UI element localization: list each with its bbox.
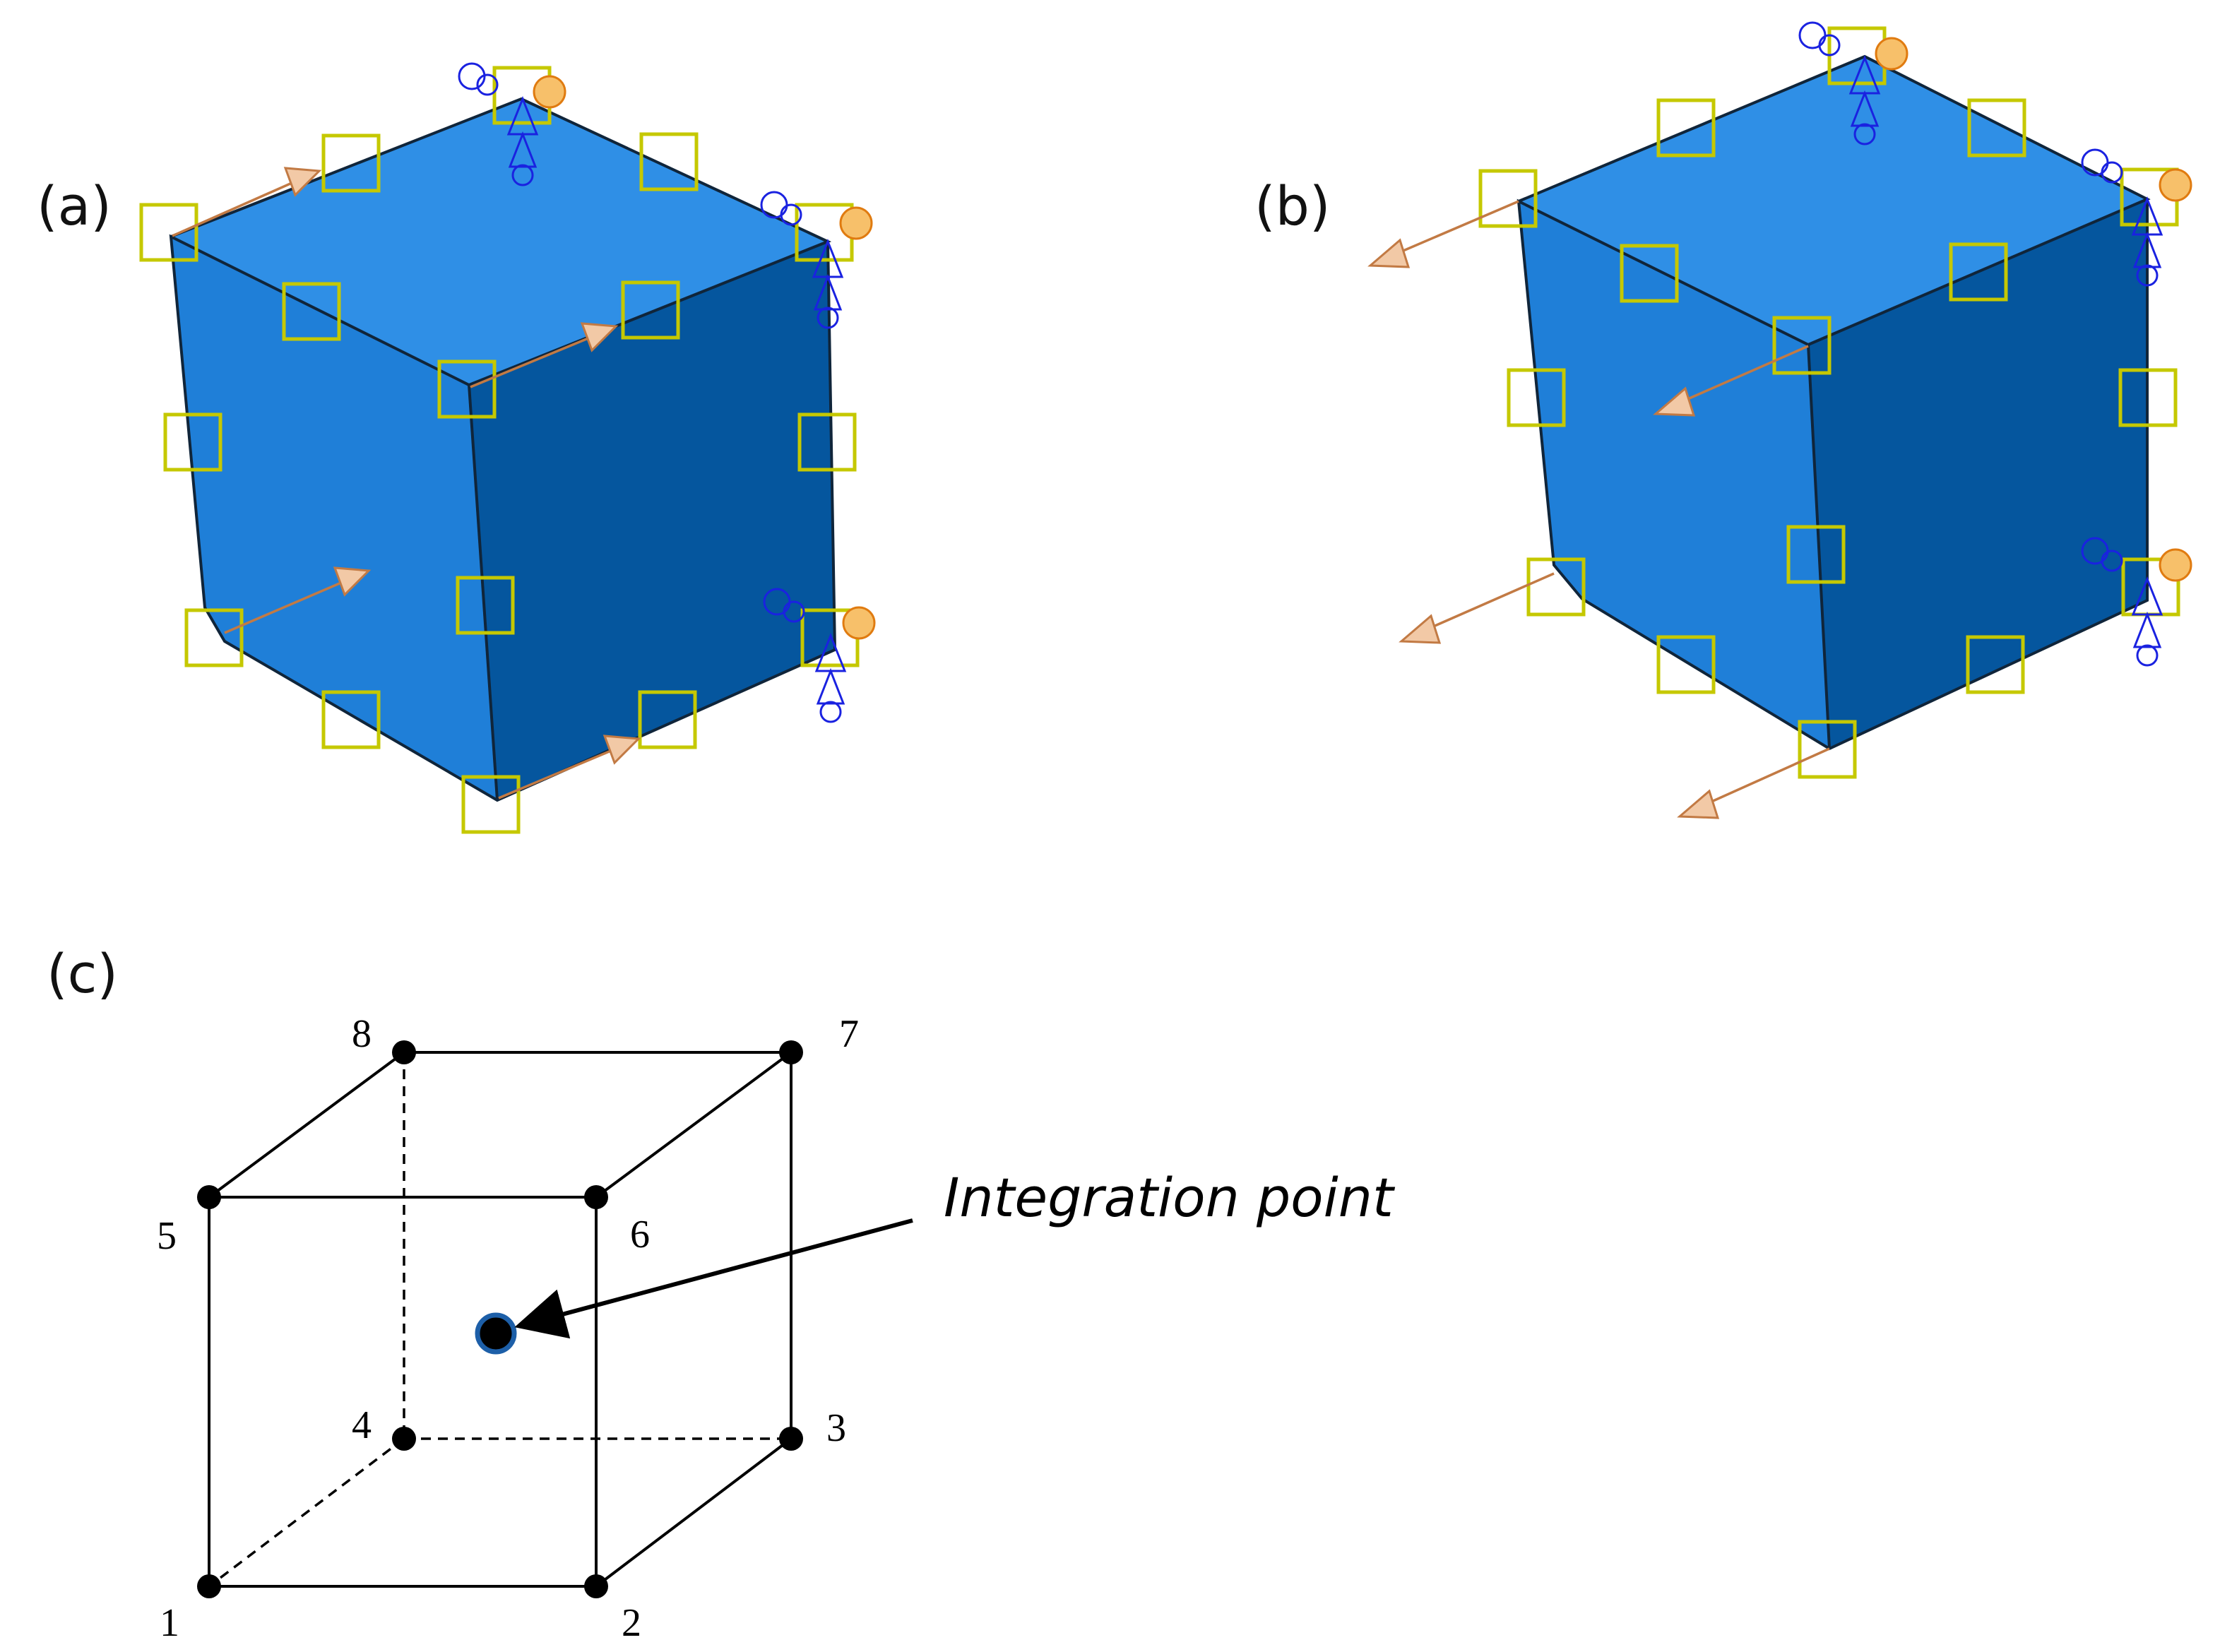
node-marker <box>456 576 515 635</box>
node-marker <box>638 690 697 749</box>
cube-a-top-face <box>171 99 828 385</box>
node-marker <box>321 690 381 749</box>
node-marker <box>163 412 222 472</box>
panel-b: (b) <box>1254 21 2192 819</box>
node-1-label: 1 <box>160 1601 179 1645</box>
load-arrow-head <box>283 167 322 197</box>
load-arrow <box>498 747 617 800</box>
cube-a-node-markers <box>139 66 860 834</box>
node-3-label: 3 <box>826 1406 846 1450</box>
element-node-labels: 1 2 3 4 5 6 7 8 <box>157 1012 859 1645</box>
bc-symbol <box>760 191 873 329</box>
element-edge <box>595 1051 793 1199</box>
panel-c-label: (c) <box>47 942 118 1005</box>
hex-element <box>208 1051 793 1588</box>
node-marker <box>639 132 699 191</box>
load-arrow-head <box>1399 614 1442 644</box>
node-1-dot <box>197 1574 221 1598</box>
node-marker <box>1620 244 1679 303</box>
node-2-dot <box>584 1574 608 1598</box>
bc-symbol <box>763 588 876 723</box>
load-arrow <box>1703 747 1830 807</box>
node-3-dot <box>779 1427 803 1451</box>
load-arrow-head <box>333 566 372 597</box>
element-nodes <box>197 1040 803 1598</box>
integration-point: Integration point <box>475 1166 1396 1355</box>
panel-a: (a) <box>37 62 876 834</box>
cube-a-boundary-conditions <box>458 62 876 723</box>
load-arrow-head <box>580 322 619 352</box>
node-marker <box>461 775 521 834</box>
node-marker <box>139 203 198 262</box>
node-7-label: 7 <box>839 1012 859 1056</box>
node-marker <box>184 608 244 667</box>
cube-a-edges <box>169 97 837 802</box>
load-arrow <box>1394 200 1519 256</box>
node-marker <box>1478 169 1538 228</box>
node-8-dot <box>392 1040 416 1064</box>
node-marker <box>1772 316 1832 375</box>
cube-a <box>169 97 837 802</box>
cube-b-front-edge <box>1807 344 1831 749</box>
node-4-label: 4 <box>352 1403 372 1447</box>
node-5-label: 5 <box>157 1214 177 1258</box>
cube-a-front-edge <box>468 384 499 801</box>
node-marker <box>1656 635 1716 694</box>
bc-symbol <box>458 62 566 186</box>
cube-a-load-arrows <box>172 167 641 800</box>
node-marker <box>1786 525 1846 584</box>
cube-a-left-face <box>171 237 497 800</box>
cube-b-edges <box>1516 54 2151 751</box>
panel-a-label: (a) <box>37 174 112 237</box>
element-edge <box>595 1437 793 1588</box>
node-marker <box>1507 368 1566 427</box>
load-arrow-head <box>1367 238 1411 268</box>
panel-c: (c) 1 <box>47 942 1396 1645</box>
node-6-label: 6 <box>630 1213 650 1256</box>
node-marker <box>1526 557 1586 617</box>
cube-b <box>1516 54 2151 751</box>
load-arrow-head <box>1677 789 1720 819</box>
node-5-dot <box>197 1185 221 1209</box>
bc-symbol <box>2081 148 2192 287</box>
node-7-dot <box>779 1040 803 1064</box>
node-6-dot <box>584 1185 608 1209</box>
node-marker <box>1656 98 1716 158</box>
cube-b-left-face <box>1519 201 1829 749</box>
load-arrow-head <box>1653 386 1696 417</box>
node-marker <box>1949 242 2008 302</box>
cube-b-boundary-conditions <box>1798 21 2192 667</box>
load-arrow <box>172 179 297 237</box>
node-marker <box>621 280 680 340</box>
node-marker <box>2118 368 2178 427</box>
bc-symbol <box>1798 21 1909 145</box>
panel-b-label: (b) <box>1254 174 1331 237</box>
integration-point-label: Integration point <box>944 1166 1396 1229</box>
node-4-dot <box>392 1427 416 1451</box>
cube-b-load-arrows <box>1367 200 1830 819</box>
node-marker <box>1798 720 1857 779</box>
cube-a-right-face <box>469 242 835 800</box>
node-marker <box>321 133 381 193</box>
node-marker <box>282 282 341 341</box>
integration-point-dot <box>475 1312 517 1355</box>
element-edge <box>208 1051 405 1199</box>
node-marker <box>1967 98 2026 158</box>
load-arrow <box>1679 345 1809 404</box>
node-8-label: 8 <box>352 1012 372 1056</box>
load-arrow-head <box>602 735 641 765</box>
node-marker <box>437 359 497 419</box>
node-marker <box>797 412 857 472</box>
node-2-label: 2 <box>622 1601 641 1645</box>
bc-symbol <box>2081 537 2192 667</box>
hidden-edge <box>208 1437 405 1588</box>
load-arrow <box>470 335 594 388</box>
load-arrow <box>1425 572 1555 631</box>
cube-b-right-face <box>1808 199 2147 749</box>
node-marker <box>1966 635 2025 694</box>
integration-point-arrow <box>514 1218 913 1339</box>
load-arrow <box>224 579 347 634</box>
